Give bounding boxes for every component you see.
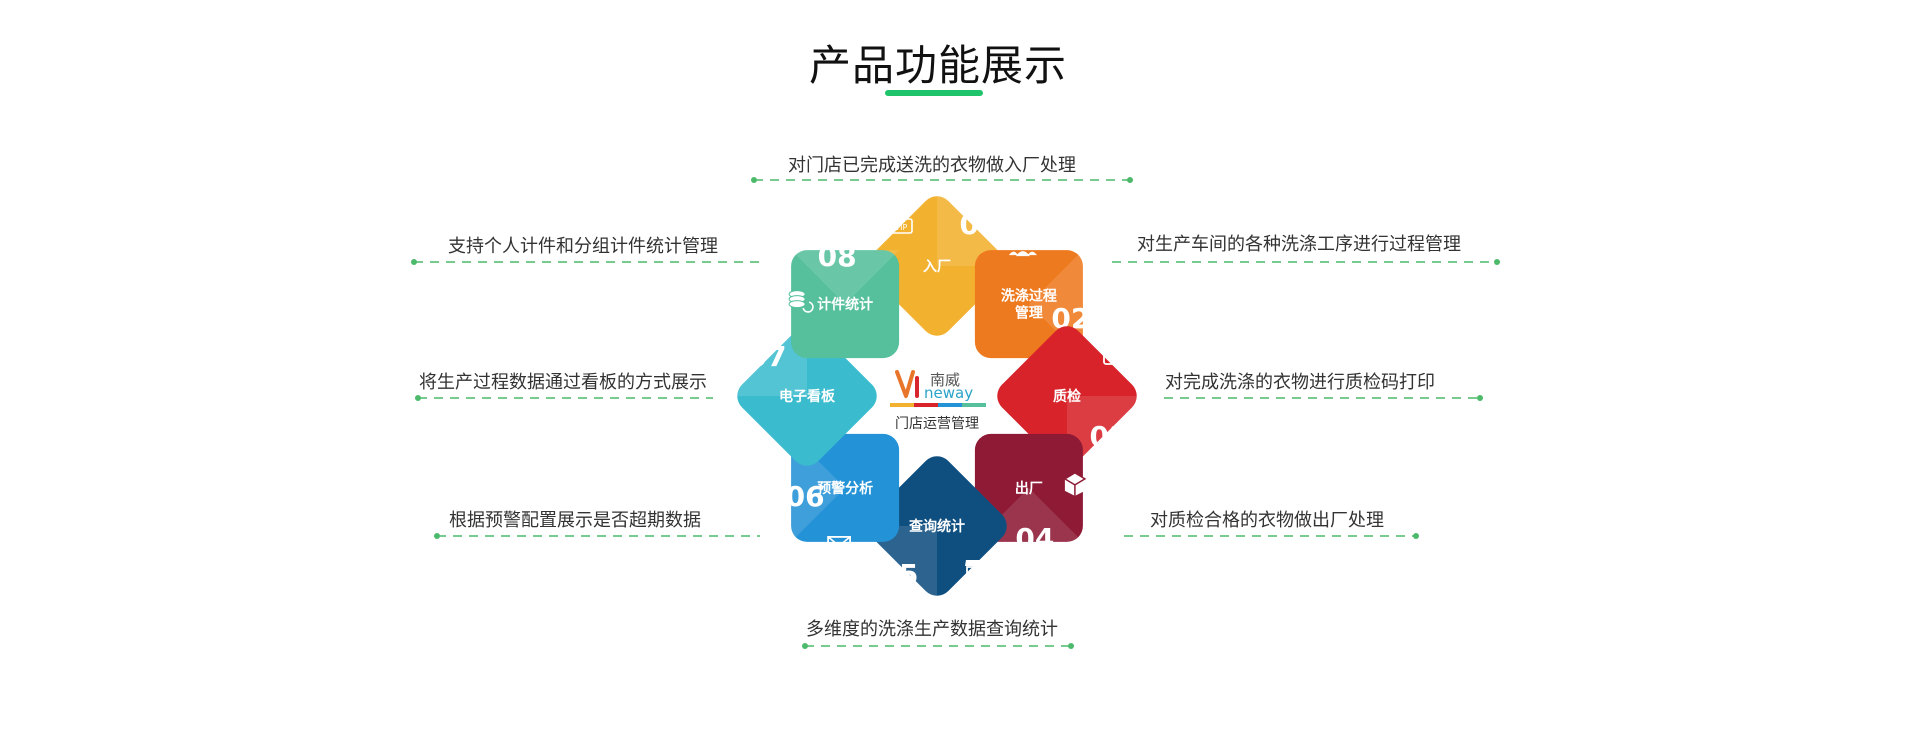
feature-desc-01: 对门店已完成送洗的衣物做入厂处理 [788,155,1076,176]
feature-desc-07: 将生产过程数据通过看板的方式展示 [419,372,707,393]
connector-dot-05b [1068,643,1074,649]
feature-label-05: 查询统计 [909,518,965,535]
connector-dot-06 [434,533,440,539]
connector-dot-01a [751,177,757,183]
cube-icon [1063,472,1087,496]
feature-number-08: 08 [818,240,857,273]
title-underline [885,90,983,96]
bar-chart-icon [751,431,775,450]
petal-shape [867,196,1007,336]
logo-mark [895,370,915,398]
feature-label-07: 电子看板 [779,388,836,405]
connector-dot-08 [411,259,417,265]
feature-label-01: 入厂 [923,259,951,275]
feature-label-02: 洗涤过程 [1001,288,1057,305]
feature-label-02: 管理 [1015,305,1043,322]
petal-facet [791,250,900,305]
coins-icon [788,290,814,313]
feature-petal-05[interactable]: 05 查询统计 [860,450,1014,603]
center-caption: 门店运营管理 [895,416,979,432]
feature-desc-08: 支持个人计件和分组计件统计管理 [448,236,718,257]
feature-petal-01[interactable]: 01 入厂 VIP [861,189,1014,343]
feature-label-04: 出厂 [1015,480,1043,497]
feature-label-06: 预警分析 [817,480,873,497]
center-logo: 南威 neway 门店运营管理 [890,370,986,432]
shopping-bag-icon [1103,341,1123,365]
feature-desc-04: 对质检合格的衣物做出厂处理 [1150,510,1384,531]
connector-dot-02 [1494,259,1500,265]
page-title: 产品功能展示 [808,41,1067,90]
feature-number-03: 03 [1090,420,1129,453]
people-icon [1008,240,1037,257]
svg-text:VIP: VIP [895,223,908,232]
feature-desc-02: 对生产车间的各种洗涤工序进行过程管理 [1137,234,1461,255]
feature-desc-03: 对完成洗涤的衣物进行质检码打印 [1165,372,1435,393]
feature-number-07: 07 [748,340,787,373]
petal-shape [737,326,877,466]
connector-dot-04 [1413,533,1419,539]
connector-dot-05a [802,643,808,649]
store-icon [965,560,989,579]
connector-dot-07 [415,395,421,401]
feature-number-01: 01 [960,208,999,241]
feature-number-04: 04 [1015,522,1054,555]
feature-desc-05: 多维度的洗涤生产数据查询统计 [806,619,1058,640]
feature-label-08: 计件统计 [817,296,873,313]
logo-cn: 南威 [930,371,960,389]
logo-en: neway [924,384,973,402]
vip-card-icon: VIP [889,218,913,234]
feature-number-06: 06 [786,480,825,513]
feature-number-05: 05 [880,558,919,591]
feature-desc-06: 根据预警配置展示是否超期数据 [449,510,701,531]
feature-petal-08[interactable]: 08 计件统计 [788,240,900,359]
envelope-icon [827,535,851,552]
petal-shape [791,250,900,359]
connector-dot-01b [1127,177,1133,183]
connector-dot-03 [1477,395,1483,401]
petal-shape [997,326,1137,466]
feature-label-03: 质检 [1053,388,1081,405]
feature-petal-07[interactable]: 07 电子看板 [730,319,884,473]
